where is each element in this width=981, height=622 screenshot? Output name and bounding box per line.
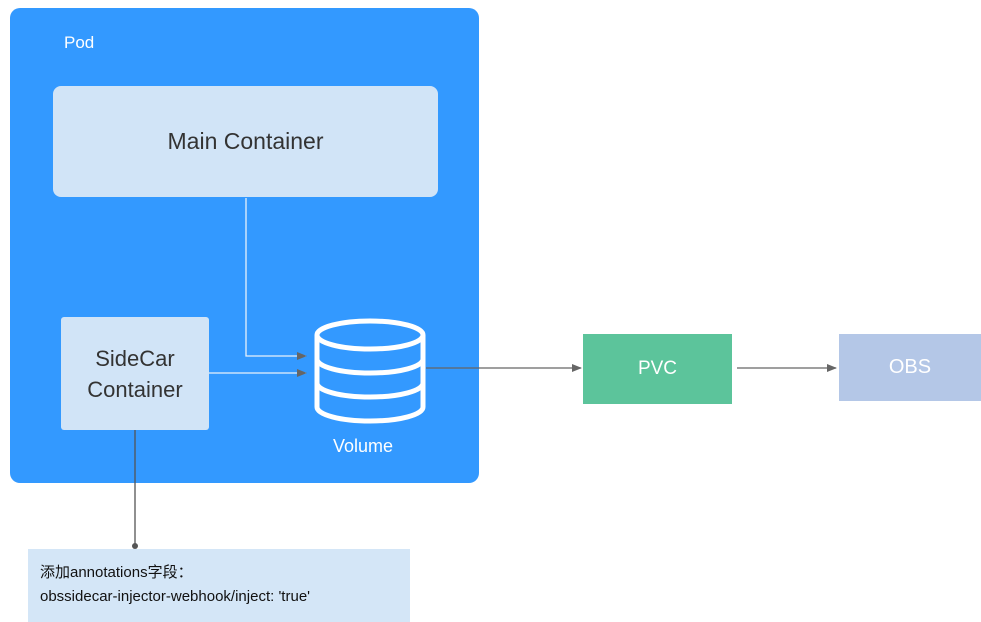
main-container-box: Main Container [53, 86, 438, 197]
obs-label: OBS [888, 356, 932, 378]
annotation-line2: obssidecar-injector-webhook/inject: 'tru… [40, 588, 311, 605]
annotation-connector-dot [132, 543, 138, 549]
main-to-volume-connector [245, 198, 307, 360]
sidecar-container-box: SideCar Container [61, 317, 209, 430]
volume-label: Volume [333, 436, 394, 456]
sidecar-label-line1: SideCar [95, 345, 175, 371]
database-icon [314, 318, 426, 424]
pvc-label: PVC [637, 358, 678, 379]
main-container-label: Main Container [167, 128, 324, 154]
annotation-note: 添加annotations字段： obssidecar-injector-web… [28, 549, 410, 622]
pvc-box: PVC [583, 334, 732, 404]
annotation-line1: 添加annotations字段： [40, 564, 193, 581]
pod-label: Pod [64, 33, 95, 52]
sidecar-label-line2: Container [87, 376, 183, 402]
obs-box: OBS [839, 334, 981, 401]
